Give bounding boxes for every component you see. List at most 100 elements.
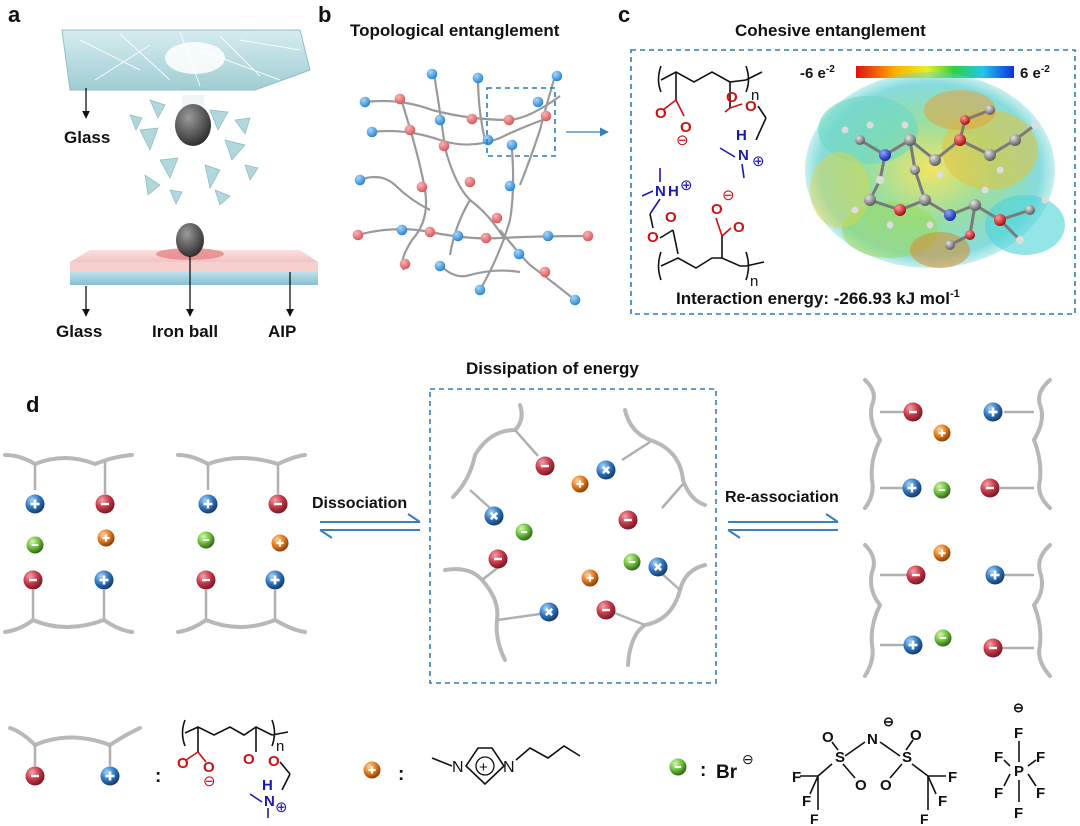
svg-text:⊖: ⊖ — [883, 714, 894, 729]
reassociated-ion-pair-bottom — [863, 543, 1052, 678]
label-iron-ball: Iron ball — [152, 322, 218, 341]
legend-bromide: Br — [716, 762, 738, 783]
repeat-n-top: n — [751, 87, 759, 104]
panel-c-title: Cohesive entanglement — [735, 21, 926, 40]
svg-text:F: F — [792, 769, 801, 786]
reassociation-label: Re-association — [725, 489, 839, 506]
svg-text:O: O — [243, 751, 255, 768]
svg-text:O: O — [665, 209, 677, 226]
esp-scale-min: -6 e-2 — [800, 64, 835, 82]
svg-text:N: N — [867, 731, 878, 748]
svg-text:O: O — [203, 759, 215, 776]
svg-text:O: O — [680, 119, 692, 136]
svg-text:H: H — [736, 127, 747, 144]
svg-text:⊕: ⊕ — [680, 177, 693, 194]
svg-text:O: O — [647, 229, 659, 246]
legend-colon-2: : — [398, 764, 404, 785]
svg-text:+: + — [479, 759, 488, 776]
legend-colon-3: : — [700, 760, 706, 781]
legend-tfsi-structure: ⊖ N S S O O O O F F F F F F — [792, 714, 957, 826]
svg-text:O: O — [711, 201, 723, 218]
legend-imidazolium-structure: N + N — [431, 745, 581, 786]
svg-text:F: F — [994, 749, 1003, 766]
panel-c-box — [630, 49, 1076, 315]
dissociation-label: Dissociation — [312, 495, 407, 512]
svg-text:F: F — [1014, 805, 1023, 822]
svg-text:N: N — [264, 793, 275, 810]
dissociated-state — [443, 403, 707, 667]
dissociation-equilibrium-arrows — [319, 513, 421, 539]
svg-text:N: N — [738, 147, 749, 164]
legend-polymer-repeat — [8, 726, 142, 786]
panel-d-title: Dissipation of energy — [466, 359, 639, 378]
panel-label-b: b — [318, 2, 331, 27]
svg-text:O: O — [822, 729, 834, 746]
svg-text:O: O — [745, 98, 757, 115]
interaction-energy-label: Interaction energy: -266.93 kJ mol-1 — [676, 288, 960, 308]
svg-text:F: F — [1036, 749, 1045, 766]
zoom-region-box — [486, 87, 556, 157]
svg-text:O: O — [855, 777, 867, 794]
panel-label-c: c — [618, 2, 630, 27]
glass-bottom-layer — [70, 272, 318, 285]
svg-text:F: F — [802, 793, 811, 810]
svg-text:N: N — [655, 183, 666, 200]
svg-text:⊕: ⊕ — [275, 799, 288, 816]
svg-text:O: O — [268, 753, 280, 770]
ion-pair-structure: n O O ⊖ O O H N ⊕ N H ⊕ O O ⊖ O — [641, 65, 767, 290]
svg-text:O: O — [655, 105, 667, 122]
iron-ball-falling — [175, 104, 211, 146]
svg-text:S: S — [902, 749, 912, 766]
svg-text:O: O — [177, 755, 189, 772]
esp-scale-max: 6 e-2 — [1020, 64, 1050, 82]
svg-text:H: H — [668, 183, 679, 200]
iron-ball-resting — [176, 223, 204, 257]
svg-text:N: N — [503, 759, 515, 776]
svg-text:⊖: ⊖ — [722, 187, 735, 204]
reassociation-equilibrium-arrows — [727, 513, 839, 539]
legend-orange-cation — [363, 761, 381, 779]
legend-colon-1: : — [155, 766, 161, 787]
svg-text:⊖: ⊖ — [1013, 700, 1024, 715]
svg-text:⊖: ⊖ — [203, 773, 216, 790]
esp-surface-model — [805, 72, 1065, 268]
label-glass-bottom: Glass — [56, 322, 102, 341]
svg-text:F: F — [994, 785, 1003, 802]
legend-repeat-n: n — [276, 738, 284, 755]
svg-text:F: F — [1036, 785, 1045, 802]
esp-color-scale — [856, 66, 1014, 78]
svg-text:O: O — [733, 219, 745, 236]
bromide-charge: ⊖ — [742, 751, 754, 767]
svg-text:F: F — [1014, 725, 1023, 742]
label-glass-top: Glass — [64, 128, 110, 147]
svg-text:S: S — [835, 749, 845, 766]
panel-label-d: d — [26, 392, 39, 417]
svg-text:P: P — [1014, 763, 1024, 780]
svg-text:H: H — [262, 777, 273, 794]
svg-text:O: O — [726, 89, 738, 106]
legend-pf6-structure: ⊖ F P F F F F F — [994, 700, 1045, 822]
svg-text:F: F — [938, 793, 947, 810]
reassociated-ion-pair-top — [863, 378, 1052, 510]
svg-text:F: F — [810, 811, 819, 826]
falling-glass-shards — [129, 99, 259, 206]
associated-ion-pair-left-2 — [176, 453, 307, 634]
panel-label-a: a — [8, 2, 21, 27]
svg-text:N: N — [452, 759, 464, 776]
dissociated-state-box — [429, 388, 717, 684]
associated-ion-pair-left-1 — [3, 453, 134, 634]
svg-text:O: O — [910, 727, 922, 744]
panel-b-title: Topological entanglement — [350, 21, 560, 40]
legend-polymer-structure: n O O ⊖ O O H N ⊕ — [177, 719, 291, 818]
svg-text:⊖: ⊖ — [676, 132, 689, 149]
panel-a-illustration: Glass Glass Iron ball AIP — [56, 29, 318, 341]
svg-text:F: F — [920, 811, 929, 826]
svg-text:⊕: ⊕ — [752, 153, 765, 170]
svg-text:O: O — [880, 777, 892, 794]
legend-green-anion — [669, 758, 687, 776]
repeat-n-bottom: n — [750, 273, 758, 290]
label-aip: AIP — [268, 322, 296, 341]
svg-text:F: F — [948, 769, 957, 786]
topological-network — [352, 68, 594, 306]
